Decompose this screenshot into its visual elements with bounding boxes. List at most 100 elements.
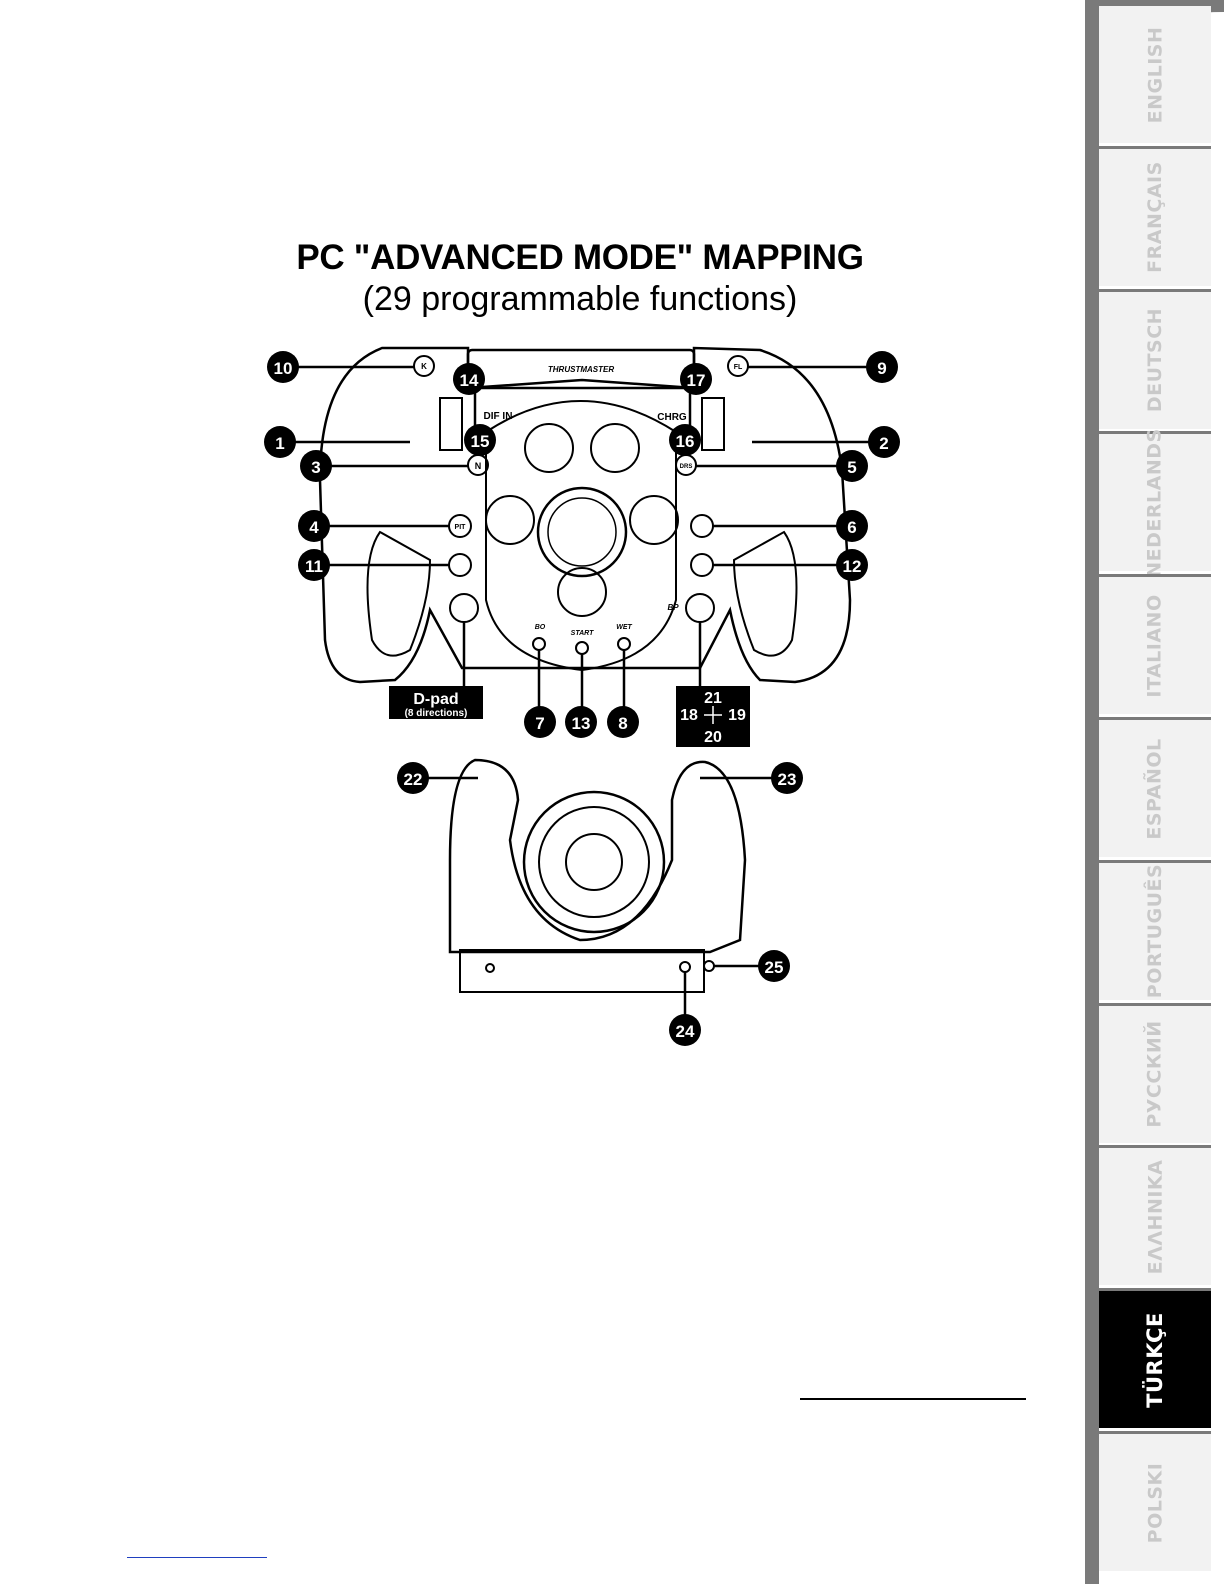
svg-text:25: 25 [765, 958, 784, 977]
callout-7: 7 [524, 706, 556, 738]
svg-text:15: 15 [471, 432, 490, 451]
svg-text:14: 14 [460, 371, 479, 390]
pov-left: 18 [680, 707, 698, 724]
tab-3[interactable]: NEDERLANDS [1099, 431, 1211, 571]
tab-label: DEUTSCH [1144, 308, 1166, 412]
tab-label: ESPAÑOL [1144, 738, 1166, 839]
tab-9[interactable]: TÜRKÇE [1099, 1288, 1211, 1428]
callout-17: 17 [680, 363, 712, 395]
svg-text:4: 4 [309, 518, 319, 537]
callout-15: 15 [464, 424, 496, 456]
callout-1: 1 [264, 426, 296, 458]
tab-label: РУССКИЙ [1144, 1020, 1166, 1127]
wet-label: WET [616, 624, 632, 631]
svg-text:11: 11 [305, 557, 323, 576]
svg-text:9: 9 [877, 359, 886, 378]
tab-4[interactable]: ITALIANO [1099, 574, 1211, 714]
start-label: START [571, 630, 594, 637]
callout-2: 2 [868, 426, 900, 458]
svg-text:1: 1 [275, 434, 284, 453]
tab-label: ΕΛΛΗΝΙΚΑ [1144, 1160, 1166, 1275]
button-25[interactable] [704, 961, 714, 971]
signature-rule [800, 1398, 1026, 1400]
svg-text:10: 10 [274, 359, 293, 378]
button-24[interactable] [680, 962, 690, 972]
pov-down: 20 [704, 729, 722, 746]
callout-13: 13 [565, 706, 597, 738]
bo-switch[interactable] [533, 638, 545, 650]
callout-11: 11 [298, 549, 330, 581]
tab-label: ITALIANO [1144, 594, 1166, 697]
callout-14: 14 [453, 363, 485, 395]
left-grip-inner [368, 532, 431, 656]
bp-label: BP [667, 603, 679, 612]
brand-label: THRUSTMASTER [548, 365, 614, 374]
pov-box: 21 18 19 20 [676, 686, 750, 747]
callout-25: 25 [758, 950, 790, 982]
tab-label: PORTUGUÊS [1144, 864, 1166, 998]
back-wheel-base [460, 950, 704, 992]
callout-12: 12 [836, 549, 868, 581]
svg-text:16: 16 [676, 432, 695, 451]
button-11[interactable] [449, 554, 471, 576]
start-switch[interactable] [576, 642, 588, 654]
svg-text:23: 23 [778, 770, 797, 789]
tab-label: NEDERLANDS [1144, 428, 1166, 577]
svg-text:7: 7 [535, 714, 544, 733]
tab-6[interactable]: PORTUGUÊS [1099, 860, 1211, 1000]
svg-text:24: 24 [676, 1022, 695, 1041]
right-paddle-outline [702, 398, 724, 450]
dpad-subtitle: (8 directions) [405, 708, 468, 719]
right-grip-inner [734, 532, 797, 656]
rotary-knobs [486, 424, 678, 616]
callout-22: 22 [397, 762, 429, 794]
svg-text:17: 17 [687, 371, 706, 390]
footer-link-underline [127, 1557, 267, 1558]
wheel-diagram: THRUSTMASTER DIF IN CHRG BO START WET BP… [0, 0, 1085, 1584]
callout-4: 4 [298, 510, 330, 542]
leader-lines [280, 367, 882, 1028]
center-hub [538, 488, 626, 576]
tab-0[interactable]: ENGLISH [1099, 3, 1211, 143]
tab-8[interactable]: ΕΛΛΗΝΙΚΑ [1099, 1145, 1211, 1285]
pov-up: 21 [704, 690, 722, 707]
back-wheel-outline [450, 760, 745, 952]
callout-16: 16 [669, 424, 701, 456]
dpad-button[interactable] [450, 594, 478, 622]
svg-text:8: 8 [618, 714, 627, 733]
tab-7[interactable]: РУССКИЙ [1099, 1003, 1211, 1143]
drs-label: DRS [680, 464, 693, 470]
callout-6: 6 [836, 510, 868, 542]
svg-text:13: 13 [572, 714, 591, 733]
tab-label: TÜRKÇE [1143, 1312, 1167, 1408]
callout-23: 23 [771, 762, 803, 794]
callout-9: 9 [866, 351, 898, 383]
tab-label: ENGLISH [1144, 26, 1166, 123]
button-12[interactable] [691, 554, 713, 576]
callout-24: 24 [669, 1014, 701, 1046]
svg-text:2: 2 [879, 434, 888, 453]
callout-10: 10 [267, 351, 299, 383]
svg-text:12: 12 [843, 557, 862, 576]
tab-2[interactable]: DEUTSCH [1099, 289, 1211, 429]
button-6[interactable] [691, 515, 713, 537]
tab-10[interactable]: POLSKI [1099, 1431, 1211, 1571]
wet-switch[interactable] [618, 638, 630, 650]
tab-label: POLSKI [1144, 1462, 1166, 1543]
tab-5[interactable]: ESPAÑOL [1099, 717, 1211, 857]
k-label: K [421, 362, 427, 371]
pov-right: 19 [728, 707, 746, 724]
callout-5: 5 [836, 450, 868, 482]
dpad-title: D-pad [413, 691, 458, 708]
callout-3: 3 [300, 450, 332, 482]
fl-label: FL [734, 364, 743, 371]
pov-hat-button[interactable] [686, 594, 714, 622]
pit-label: PIT [455, 524, 467, 531]
language-tabs: ENGLISH FRANÇAIS DEUTSCH NEDERLANDS ITALIANO… [1085, 0, 1224, 1584]
svg-text:5: 5 [847, 458, 856, 477]
chrg-label: CHRG [657, 412, 687, 423]
callout-8: 8 [607, 706, 639, 738]
tab-1[interactable]: FRANÇAIS [1099, 146, 1211, 286]
n-label: N [475, 461, 482, 471]
dpad-box: D-pad (8 directions) [389, 686, 483, 719]
